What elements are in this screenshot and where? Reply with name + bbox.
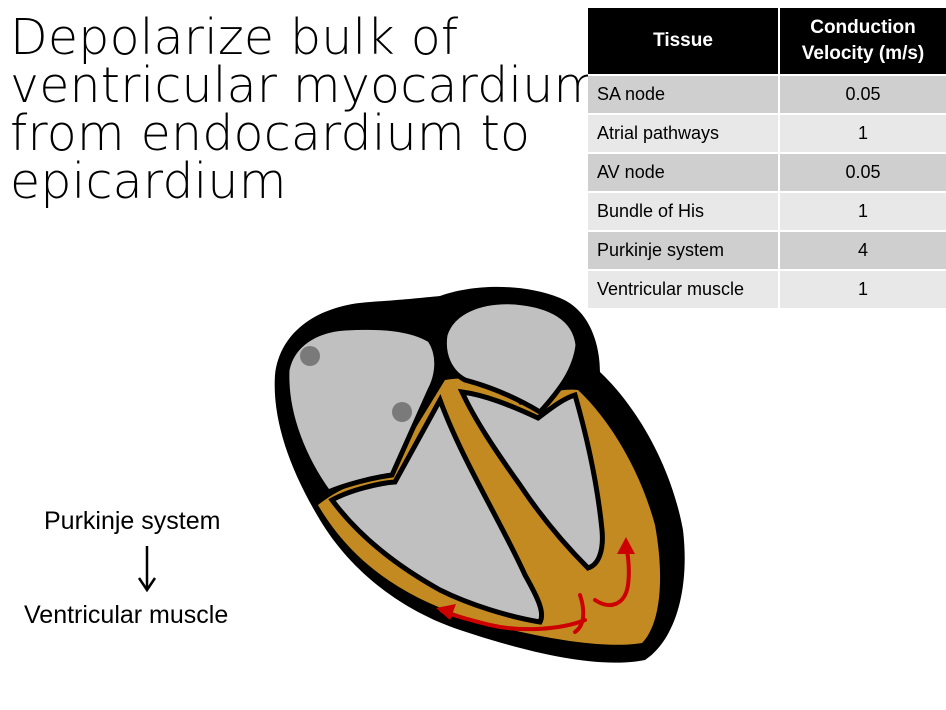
table-row: Purkinje system 4	[588, 230, 946, 270]
tissue-cell: AV node	[588, 152, 780, 192]
table-header-row: Tissue Conduction Velocity (m/s)	[588, 8, 946, 75]
title-line-1: Depolarize bulk of	[10, 9, 459, 66]
table-row: Ventricular muscle 1	[588, 269, 946, 308]
title-line-3: from endocardium to	[10, 105, 531, 162]
conduction-arrowhead	[617, 537, 635, 554]
atrium-chamber	[441, 299, 581, 416]
conduction-arrow-base	[573, 593, 586, 634]
title-line-2: ventricular myocardium,	[10, 57, 618, 114]
conduction-arrowhead	[436, 604, 456, 620]
flow-to-label: Ventricular muscle	[24, 601, 229, 629]
tissue-cell: Bundle of His	[588, 191, 780, 231]
table-row: SA node 0.05	[588, 74, 946, 114]
conduction-arrow-apex	[593, 543, 631, 607]
tissue-cell: Ventricular muscle	[588, 269, 780, 308]
tissue-cell: SA node	[588, 74, 780, 114]
flow-from-label: Purkinje system	[44, 507, 221, 535]
ventricle-chamber	[457, 388, 605, 571]
atrium-chamber	[284, 324, 440, 496]
tissue-cell: Atrial pathways	[588, 113, 780, 153]
sa-node-dot	[300, 346, 320, 366]
table-row: Atrial pathways 1	[588, 113, 946, 153]
velocity-cell: 0.05	[779, 152, 946, 192]
velocity-cell: 1	[779, 113, 946, 153]
tissue-cell: Purkinje system	[588, 230, 780, 270]
ventricle-chamber	[328, 393, 545, 625]
conduction-arrow-septum	[440, 609, 587, 632]
header-velocity: Conduction Velocity (m/s)	[779, 8, 946, 75]
slide-title: Depolarize bulk of ventricular myocardiu…	[10, 9, 618, 210]
velocity-cell: 4	[779, 230, 946, 270]
av-node-dot	[392, 402, 412, 422]
velocity-cell: 0.05	[779, 74, 946, 114]
down-arrow-icon	[137, 546, 157, 593]
table-row: Bundle of His 1	[588, 191, 946, 231]
title-line-4: epicardium	[10, 153, 287, 210]
conduction-velocity-table: Tissue Conduction Velocity (m/s) SA node…	[588, 8, 946, 308]
table-row: AV node 0.05	[588, 152, 946, 192]
velocity-cell: 1	[779, 269, 946, 308]
header-tissue: Tissue	[588, 8, 780, 75]
velocity-cell: 1	[779, 191, 946, 231]
